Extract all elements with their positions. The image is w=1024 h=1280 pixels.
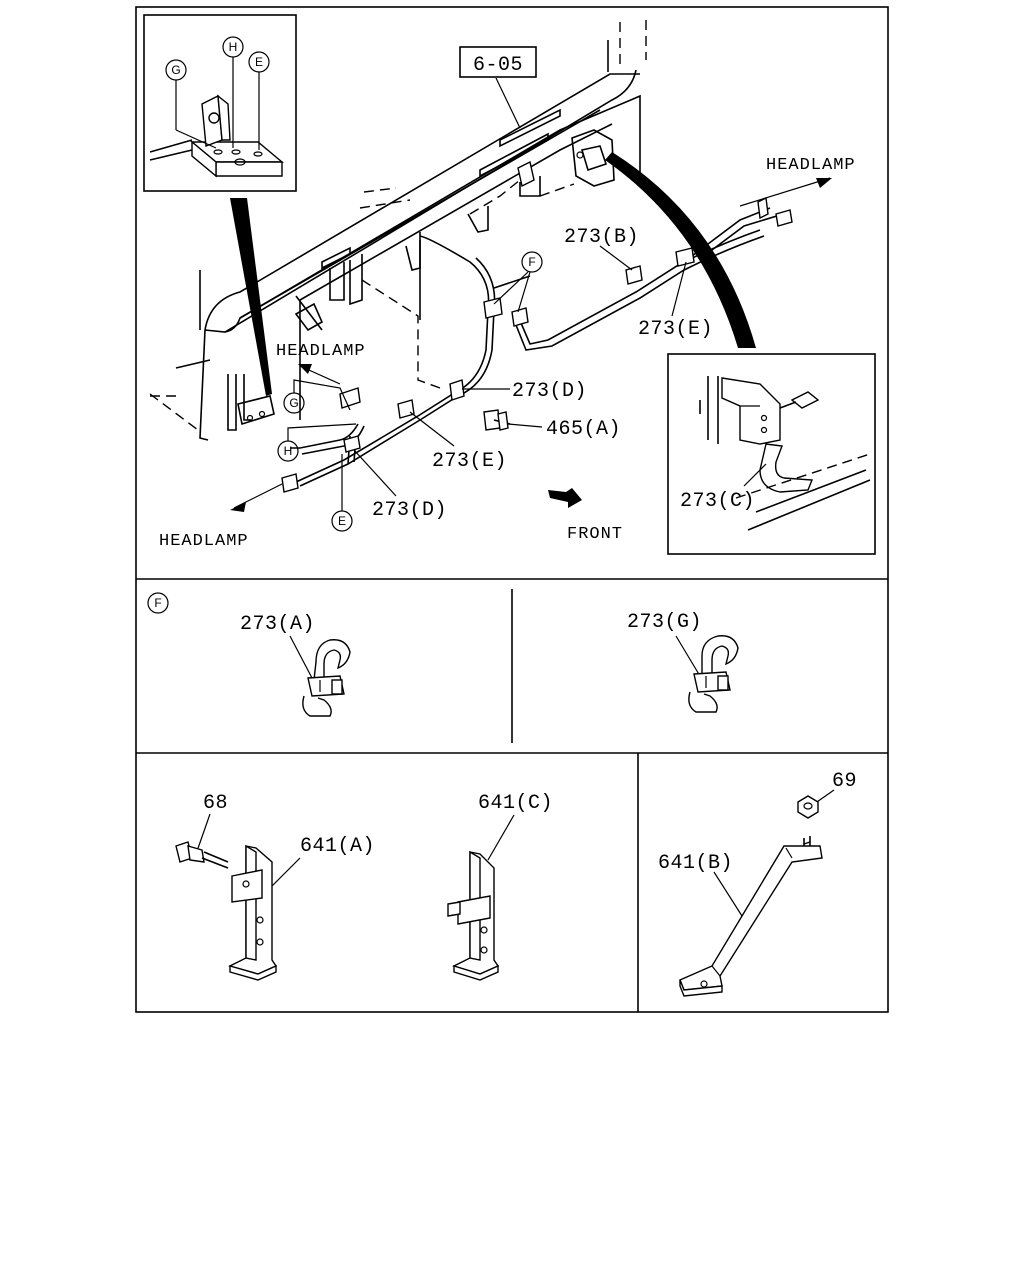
clip-273g-icon — [688, 635, 739, 713]
label-273c: 273(C) — [680, 490, 755, 513]
callout-e-main: E — [338, 514, 346, 528]
label-headlamp-middle: HEADLAMP — [276, 342, 366, 361]
label-273d-upper: 273(D) — [512, 380, 587, 403]
main-assembly — [149, 20, 793, 493]
label-front: FRONT — [567, 525, 623, 544]
label-headlamp-top-right: HEADLAMP — [766, 156, 856, 175]
label-headlamp-bottom-left: HEADLAMP — [159, 532, 249, 551]
label-641b: 641(B) — [658, 852, 733, 875]
arrow-headlamp-top-right — [739, 177, 832, 207]
label-465a: 465(A) — [546, 418, 621, 441]
ref-label-6-05: 6-05 — [473, 54, 523, 77]
label-68: 68 — [203, 792, 228, 815]
label-273e-right: 273(E) — [638, 318, 713, 341]
callout-g-main: G — [289, 396, 298, 410]
inset-bottom-right: 273(C) — [667, 353, 876, 555]
inset-top-left: G H E — [143, 14, 297, 192]
bracket-641a-icon — [228, 844, 278, 981]
bracket-641c-icon — [447, 850, 500, 981]
bracket-641b-icon — [679, 845, 823, 997]
arrow-headlamp-bottom-left — [230, 483, 283, 512]
clip-273a-icon — [302, 639, 351, 717]
callout-h-main: H — [284, 444, 293, 458]
inset-leader-right — [605, 152, 756, 348]
label-641c: 641(C) — [478, 792, 553, 815]
ref-box-6-05 — [459, 46, 537, 78]
label-273d-lower: 273(D) — [372, 499, 447, 522]
label-273a: 273(A) — [240, 613, 315, 636]
arrow-headlamp-middle — [298, 364, 341, 385]
outer-frame — [135, 6, 889, 1013]
label-641a: 641(A) — [300, 835, 375, 858]
bolt-68-icon — [175, 841, 229, 869]
label-69: 69 — [832, 770, 857, 793]
inset-leader-left — [230, 198, 272, 396]
callout-f-main: F — [528, 255, 535, 269]
label-273b: 273(B) — [564, 226, 639, 249]
callout-f-section: F — [154, 596, 161, 610]
label-273g: 273(G) — [627, 611, 702, 634]
front-arrow-icon — [548, 488, 582, 508]
callout-e-inset: E — [255, 55, 263, 69]
callout-g-inset: G — [171, 63, 180, 77]
callout-h-inset: H — [229, 40, 238, 54]
label-273e-lower: 273(E) — [432, 450, 507, 473]
